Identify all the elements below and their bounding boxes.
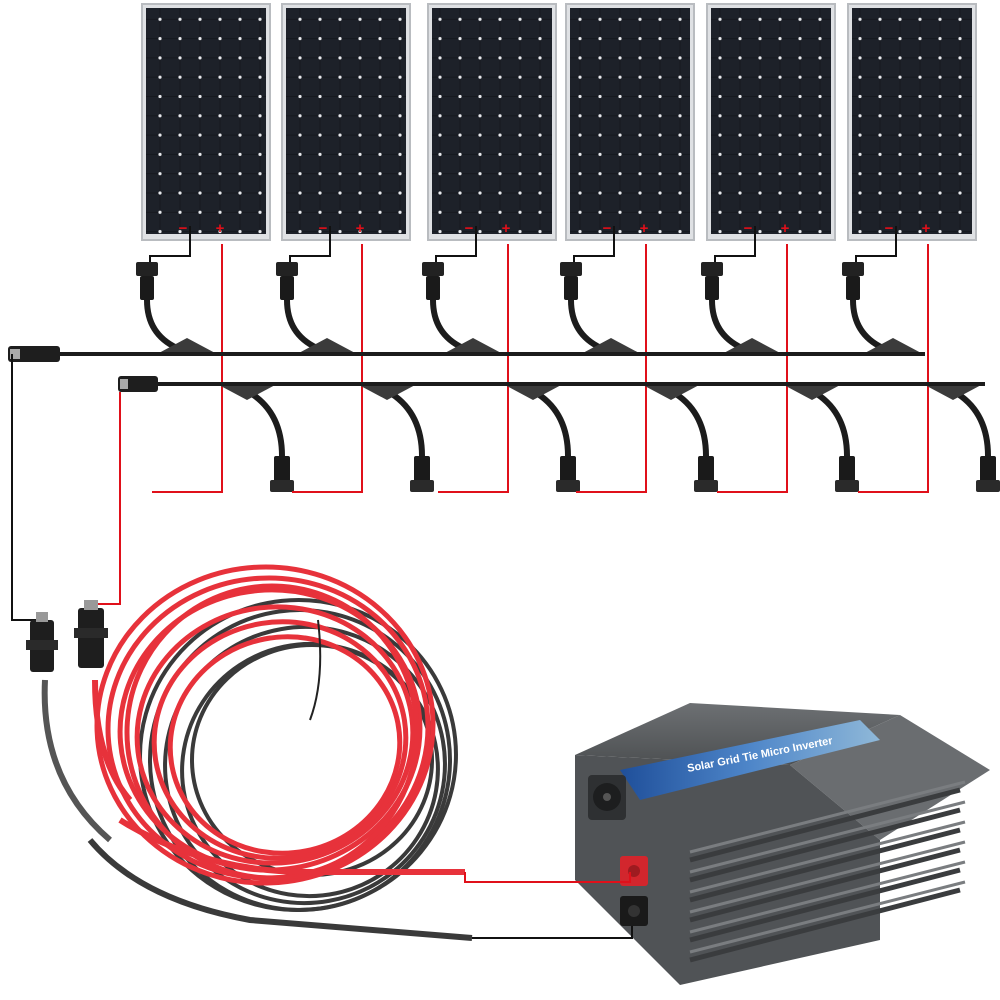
mc4-connector <box>276 262 298 300</box>
mc4-connector <box>270 456 294 492</box>
negative-lead <box>289 226 331 266</box>
negative-lead <box>855 226 897 266</box>
negative-lead <box>149 226 191 266</box>
mc4-connector <box>976 456 1000 492</box>
bus-connectors-bottom <box>26 600 108 672</box>
cable-coil <box>41 564 473 941</box>
negative-sign: − <box>465 220 474 237</box>
mc4-connector <box>410 456 434 492</box>
positive-sign: + <box>781 220 790 237</box>
negative-sign: − <box>319 220 328 237</box>
branch-connector <box>923 384 983 400</box>
mc4-connector <box>842 262 864 300</box>
mc4-connector <box>835 456 859 492</box>
positive-output-lead <box>98 392 121 605</box>
positive-sign: + <box>356 220 365 237</box>
fan-icon <box>588 775 626 820</box>
negative-sign: − <box>603 220 612 237</box>
positive-sign: + <box>216 220 225 237</box>
solar-panel: −+ <box>565 3 695 241</box>
solar-panel: −+ <box>706 3 836 241</box>
negative-lead <box>435 226 477 266</box>
negative-terminal-icon <box>620 896 648 926</box>
bus-end-connector-positive <box>118 376 158 392</box>
mc4-connector <box>136 262 158 300</box>
mc4-connector-positive <box>74 600 108 668</box>
solar-panel-array: −+−+−+−+−+−+ <box>141 3 977 241</box>
branch-connector <box>443 338 503 354</box>
negative-sign: − <box>744 220 753 237</box>
solar-panel: −+ <box>141 3 271 241</box>
negative-sign: − <box>179 220 188 237</box>
mc4-connector-negative <box>26 612 58 672</box>
mc4-connector <box>556 456 580 492</box>
branch-connector <box>641 384 701 400</box>
negative-lead <box>714 226 756 266</box>
branch-connector <box>157 338 217 354</box>
mc4-connector <box>694 456 718 492</box>
negative-sign: − <box>885 220 894 237</box>
positive-lead <box>576 244 647 493</box>
positive-lead <box>438 244 509 493</box>
solar-panel: −+ <box>281 3 411 241</box>
branch-connector <box>503 384 563 400</box>
branch-connector <box>357 384 417 400</box>
solar-panel: −+ <box>427 3 557 241</box>
positive-sign: + <box>502 220 511 237</box>
branch-connector <box>722 338 782 354</box>
positive-lead <box>858 244 929 493</box>
positive-sign: + <box>640 220 649 237</box>
negative-lead <box>573 226 615 266</box>
mc4-connector <box>701 262 723 300</box>
bus-end-connector-negative <box>8 346 60 362</box>
positive-lead <box>717 244 788 493</box>
branch-connector <box>217 384 277 400</box>
mc4-connector <box>560 262 582 300</box>
positive-sign: + <box>922 220 931 237</box>
branch-connector <box>863 338 923 354</box>
grid-tie-inverter: Solar Grid Tie Micro Inverter <box>464 703 990 985</box>
solar-panel: −+ <box>847 3 977 241</box>
branch-connector <box>581 338 641 354</box>
branch-connector <box>297 338 357 354</box>
positive-lead <box>152 244 223 493</box>
branch-connector <box>782 384 842 400</box>
positive-lead <box>292 244 363 493</box>
mc4-connector <box>422 262 444 300</box>
panel-wiring <box>8 226 1000 621</box>
negative-output-lead <box>11 354 36 621</box>
